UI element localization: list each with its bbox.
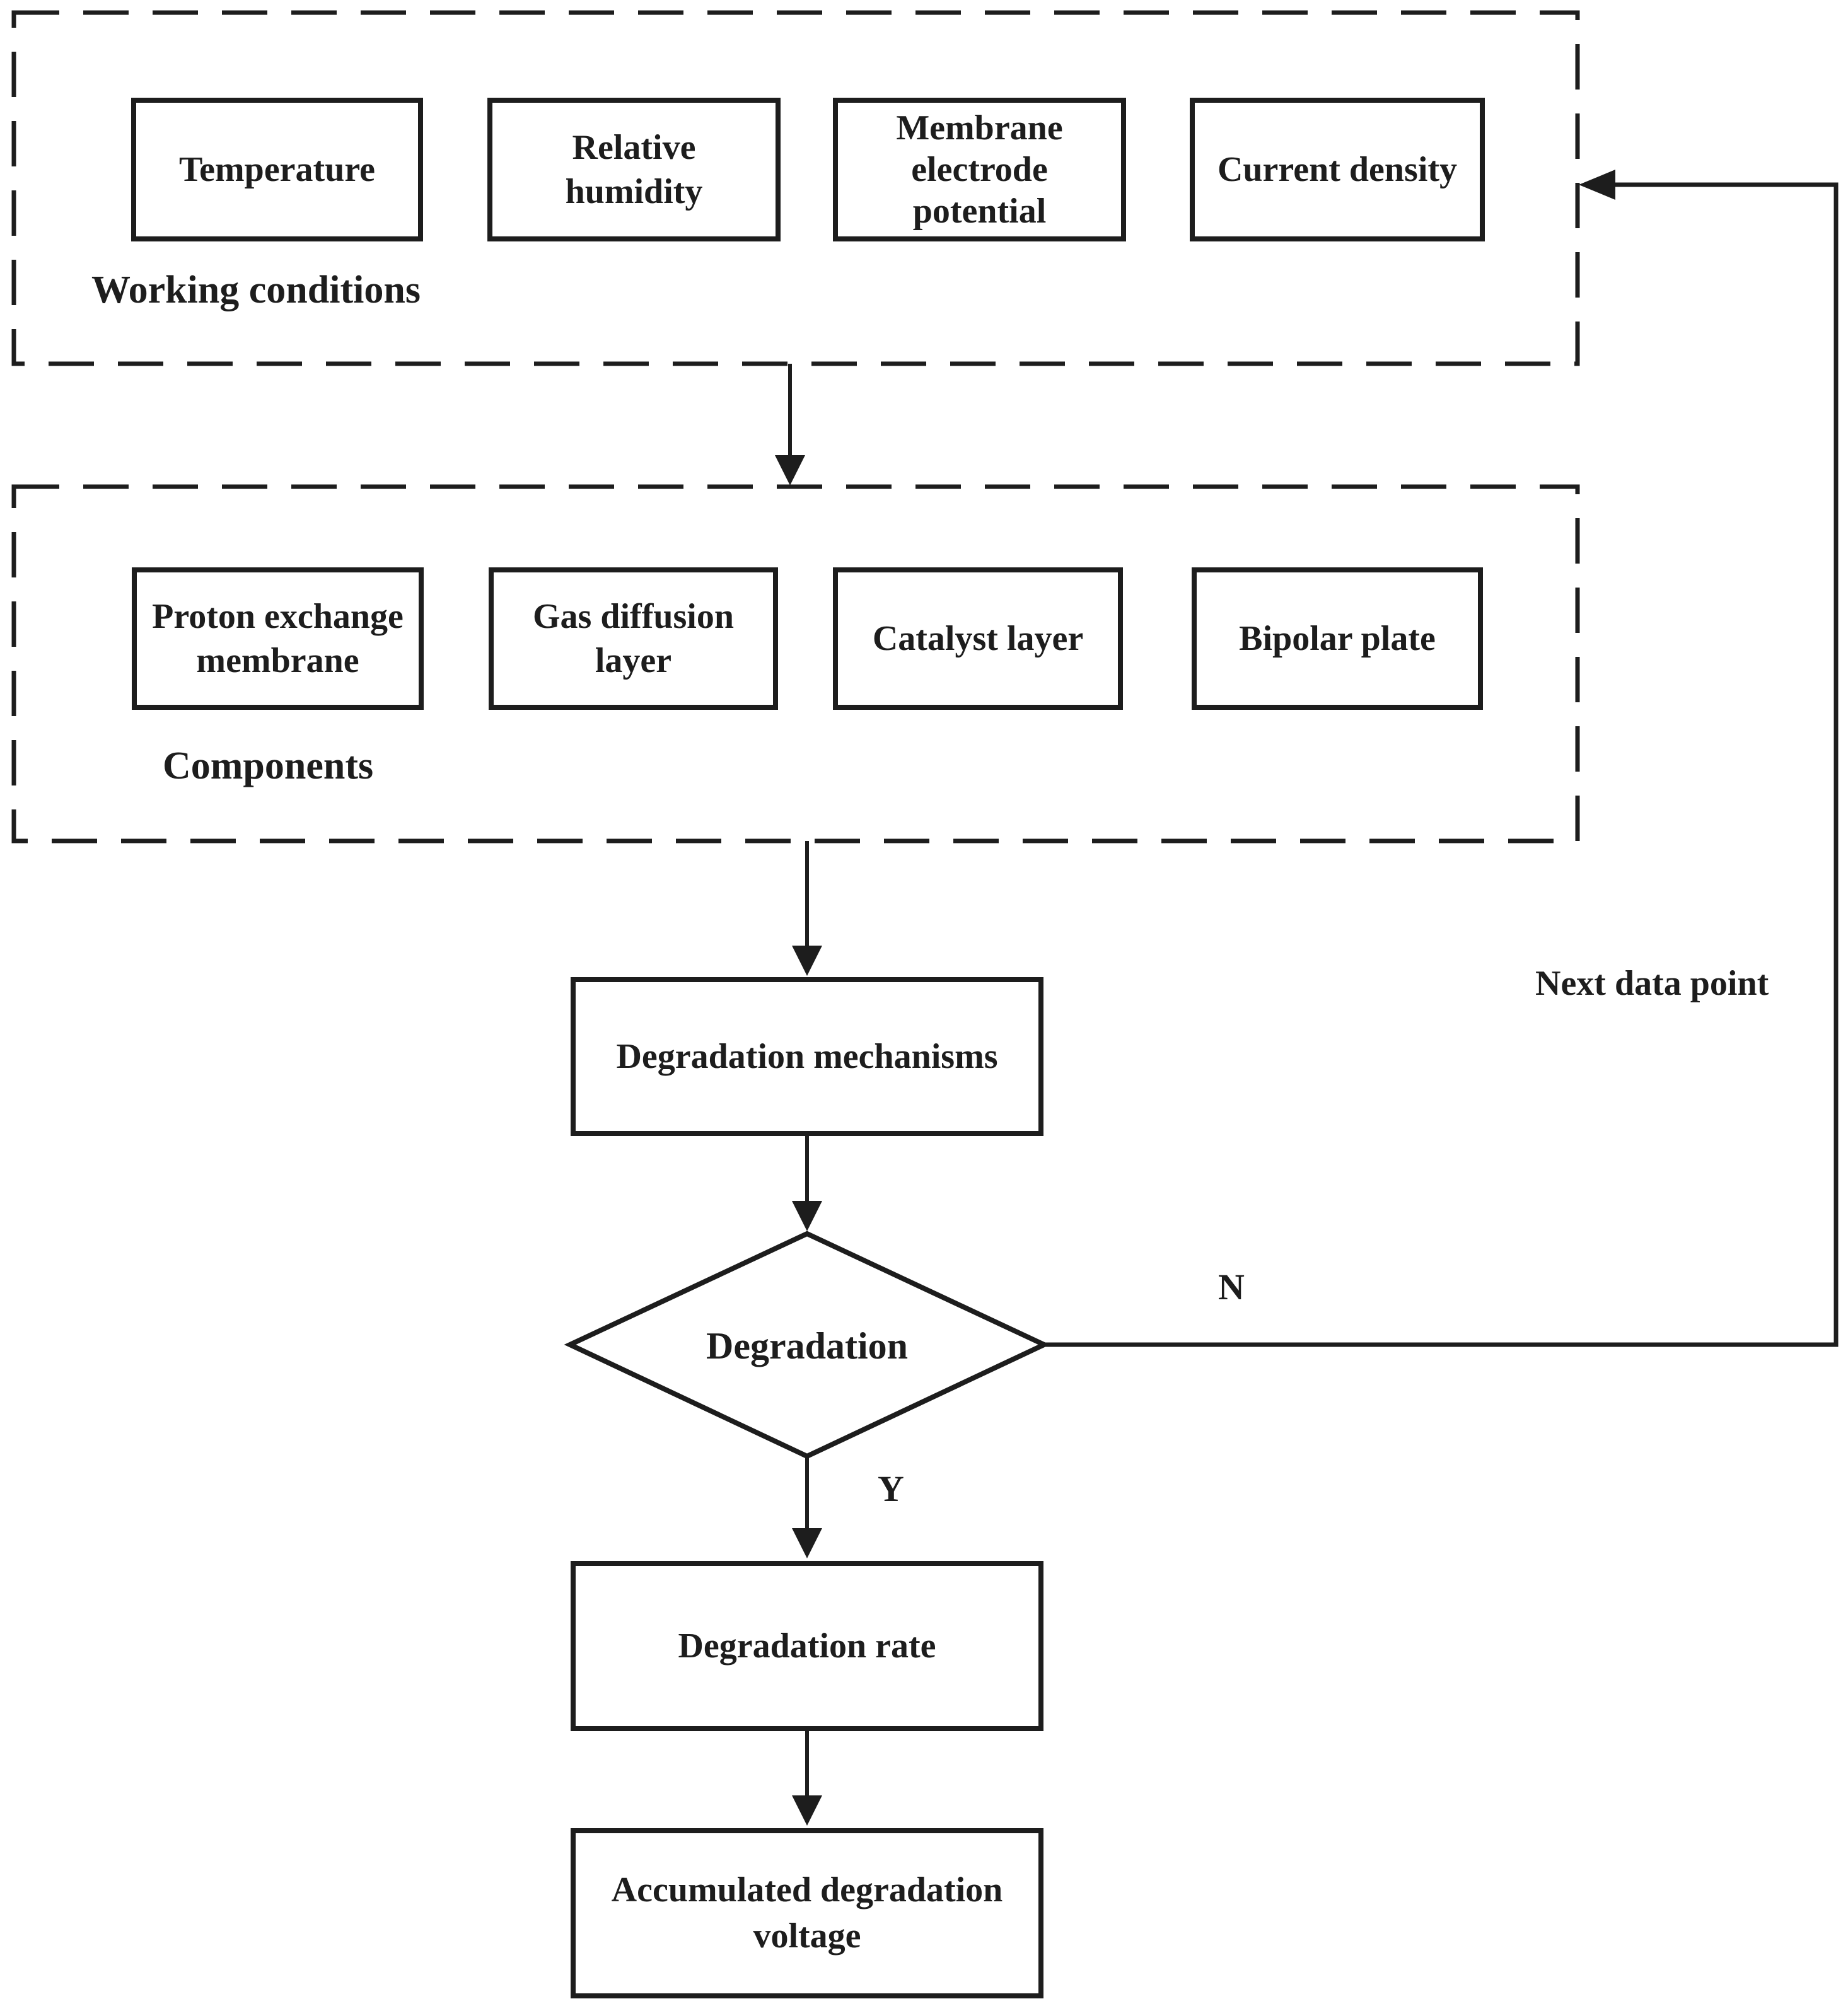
loop-path-next-data-point (1044, 182, 1839, 1347)
node-catalyst-layer: Catalyst layer (833, 567, 1123, 710)
decision-degradation-label: Degradation (706, 1324, 908, 1367)
node-temperature: Temperature (131, 98, 423, 241)
node-gas-diffusion-layer-label: Gas diffusion layer (533, 597, 734, 680)
node-catalyst-layer-label: Catalyst layer (872, 619, 1084, 658)
components-group-border (11, 484, 1580, 843)
arrowhead-conditions-to-components (775, 455, 805, 485)
node-proton-exchange-membrane-label: Proton exchange membrane (152, 597, 404, 680)
node-relative-humidity-label: Relative humidity (565, 128, 703, 211)
arrowhead-decision-to-rate (792, 1528, 822, 1558)
node-accumulated-degradation-voltage: Accumulated degradation voltage (571, 1828, 1043, 1998)
node-degradation-mechanisms-label: Degradation mechanisms (616, 1037, 998, 1076)
node-membrane-electrode-potential-label: Membrane electrode potential (896, 108, 1063, 231)
node-accumulated-degradation-voltage-label: Accumulated degradation voltage (611, 1870, 1003, 1956)
node-temperature-label: Temperature (178, 150, 376, 189)
working-conditions-group-label: Working conditions (91, 269, 421, 311)
node-degradation-mechanisms: Degradation mechanisms (571, 977, 1043, 1136)
node-gas-diffusion-layer: Gas diffusion layer (489, 567, 778, 710)
decision-yes-label: Y (878, 1468, 904, 1509)
node-relative-humidity: Relative humidity (487, 98, 781, 241)
arrowhead-rate-to-accumulated (792, 1795, 822, 1826)
node-current-density-label: Current density (1217, 150, 1458, 189)
working-conditions-group-border (11, 10, 1580, 366)
components-group-label: Components (163, 745, 374, 787)
node-degradation-rate-label: Degradation rate (678, 1626, 936, 1666)
node-membrane-electrode-potential: Membrane electrode potential (833, 98, 1126, 241)
decision-no-label: N (1218, 1266, 1245, 1307)
arrowhead-mechanisms-to-decision (792, 1201, 822, 1231)
node-degradation-rate: Degradation rate (571, 1561, 1043, 1731)
next-data-point-label: Next data point (1535, 964, 1769, 1003)
node-bipolar-plate-label: Bipolar plate (1239, 619, 1436, 658)
arrowhead-loop-to-conditions (1579, 170, 1615, 200)
node-bipolar-plate: Bipolar plate (1192, 567, 1483, 710)
node-current-density: Current density (1190, 98, 1485, 241)
node-proton-exchange-membrane: Proton exchange membrane (132, 567, 424, 710)
arrowhead-components-to-mechanisms (792, 946, 822, 976)
